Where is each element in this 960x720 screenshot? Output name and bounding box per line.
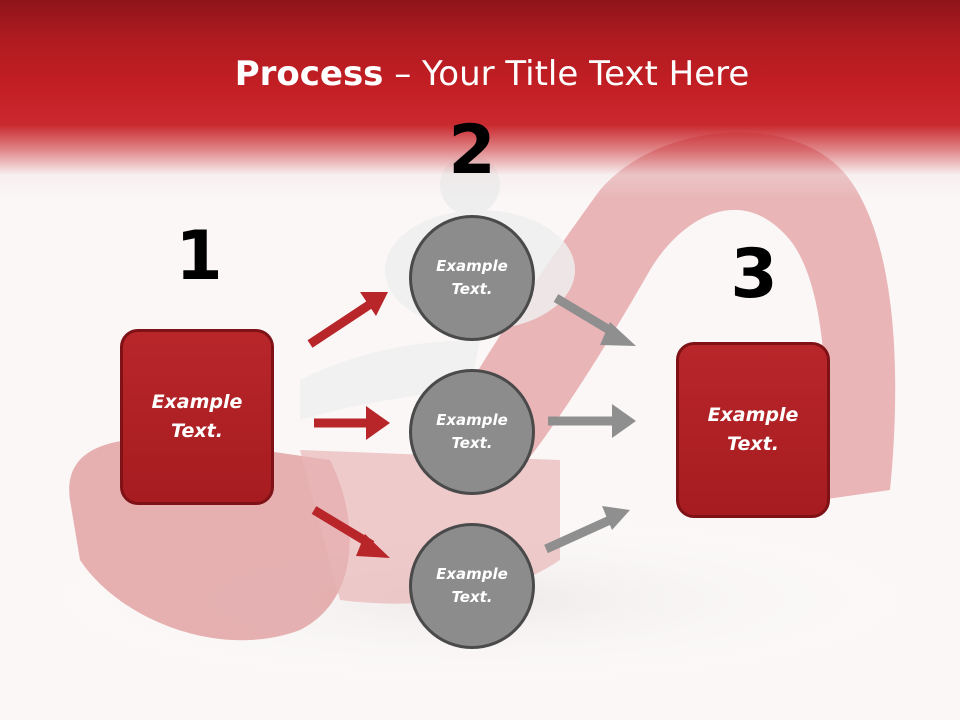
circle-bottom: Example Text.	[409, 523, 535, 649]
page-title: Process – Your Title Text Here	[0, 52, 960, 96]
arrow-gray-up	[544, 506, 630, 554]
step-number-3: 3	[730, 235, 778, 314]
arrow-red-right	[314, 406, 390, 440]
circle-top: Example Text.	[409, 215, 535, 341]
arrow-red-up	[307, 292, 388, 348]
left-step-box: Example Text.	[120, 329, 274, 505]
arrow-gray-down	[553, 294, 636, 346]
circle-bottom-text: Example Text.	[436, 565, 508, 606]
circle-top-text: Example Text.	[436, 257, 508, 298]
circle-middle-text: Example Text.	[436, 411, 508, 452]
circle-middle: Example Text.	[409, 369, 535, 495]
step-number-1: 1	[175, 217, 223, 296]
right-step-box-text: Example Text.	[707, 404, 799, 455]
arrow-gray-right	[548, 404, 636, 438]
step-number-2: 2	[448, 111, 496, 190]
arrow-red-down	[311, 506, 390, 558]
left-step-box-text: Example Text.	[151, 391, 243, 442]
title-bold-part: Process	[234, 54, 384, 94]
header-band	[0, 0, 960, 200]
title-rest-part: – Your Title Text Here	[383, 54, 750, 94]
right-step-box: Example Text.	[676, 342, 830, 518]
